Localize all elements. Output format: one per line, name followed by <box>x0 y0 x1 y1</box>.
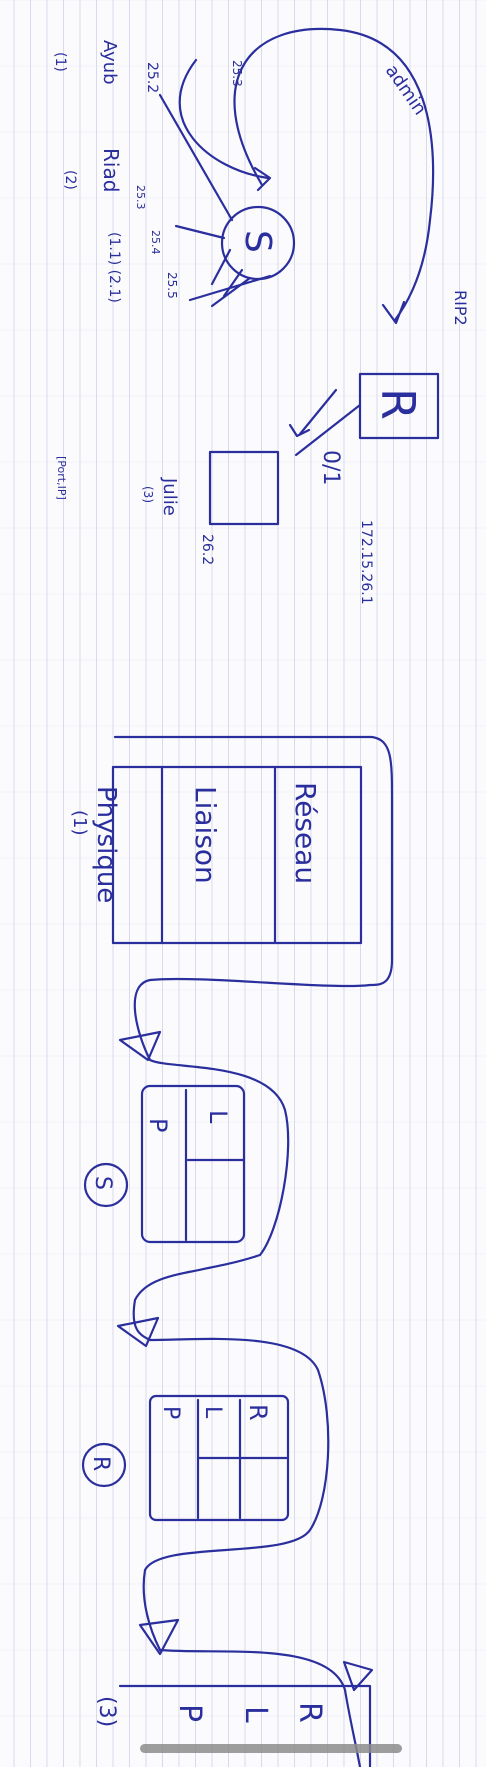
stack-letter: L <box>204 1110 232 1124</box>
switch-letter: S <box>237 230 278 253</box>
host-index: (1) <box>52 52 68 72</box>
stack-index: (3) <box>94 1696 119 1727</box>
host-index: (3) <box>141 486 155 503</box>
ip-label: 25.3 <box>134 185 147 210</box>
osi-layer-index: (1) <box>69 810 90 836</box>
flow-path <box>132 977 372 1342</box>
host-box <box>208 450 280 526</box>
stack-letter: R <box>292 1702 327 1723</box>
osi-table <box>111 765 363 945</box>
osi-layer-network: Réseau <box>289 782 322 884</box>
ip-label: 25.5 <box>165 272 179 299</box>
host-name: Riad <box>99 148 123 192</box>
stack-letter: P <box>144 1118 172 1132</box>
handwritten-diagram: admin RIP2 S R 25.3 25.2 25.3 25.4 25.5 … <box>52 27 470 1767</box>
admin-label: admin <box>381 61 431 119</box>
link-line <box>298 388 338 436</box>
router-letter-small: R <box>88 1456 113 1471</box>
flow-path <box>142 1337 330 1652</box>
arrow-head-triangle <box>118 1030 162 1062</box>
port-label: 0/1 <box>318 450 343 485</box>
router-circle-small <box>81 1442 127 1488</box>
stack-letter: P <box>172 1704 207 1722</box>
link-line <box>294 403 362 457</box>
host-name: Ayub <box>99 40 120 85</box>
loop-arrow <box>178 58 270 180</box>
link-line <box>158 93 234 222</box>
link-line <box>222 268 244 298</box>
switch-letter-small: S <box>90 1176 115 1190</box>
arrow-head-triangle <box>342 1660 374 1692</box>
arrow-head-triangle <box>138 1618 180 1656</box>
final-stack <box>118 1684 372 1767</box>
arrow-head-triangle <box>116 1316 160 1348</box>
host-name: Julie <box>159 477 180 516</box>
ip-label: 25.3 <box>230 60 244 87</box>
port-ip-note: [Port,IP] <box>55 456 68 500</box>
stack-letter: P <box>158 1406 183 1419</box>
admin-arrow <box>233 27 435 322</box>
stack-letter: L <box>200 1406 225 1419</box>
ip-label: 26.2 <box>199 534 215 565</box>
link-line <box>210 276 252 308</box>
link-line <box>174 224 226 240</box>
stack-letter: R <box>244 1404 272 1421</box>
ip-label: 25.2 <box>144 62 160 93</box>
home-indicator[interactable] <box>140 1744 402 1753</box>
port-pairs: (1.1) (2.1) <box>106 232 122 303</box>
link-line <box>210 248 232 286</box>
ip-label: 25.4 <box>149 230 162 255</box>
osi-layer-link: Liaison <box>189 786 222 884</box>
lp-stack <box>140 1084 246 1244</box>
stack-letter: L <box>238 1706 273 1723</box>
host-index: (2) <box>62 170 78 190</box>
admin-arrow-head <box>381 300 406 325</box>
flow-path <box>158 1648 362 1767</box>
arrow-head <box>288 423 311 438</box>
router-letter: R <box>371 388 425 420</box>
link-line <box>188 274 272 302</box>
switch-circle-small <box>83 1162 129 1208</box>
osi-outline <box>113 735 394 987</box>
ip-label: 172.15.26.1 <box>358 520 374 605</box>
loop-arrow-head <box>253 166 272 192</box>
osi-layer-physical: Physique <box>91 786 121 903</box>
rip2-label: RIP2 <box>451 290 470 326</box>
